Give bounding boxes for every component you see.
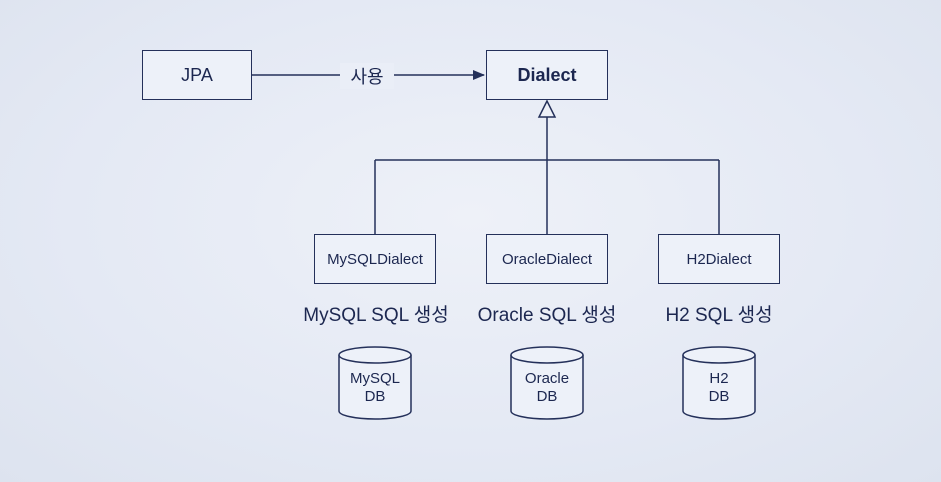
mysql-db-cylinder-icon (338, 346, 412, 420)
h2-dialect-label: H2Dialect (686, 250, 752, 268)
jpa-label: JPA (181, 64, 213, 85)
mysql-sql-label: MySQL SQL 생성 (303, 305, 449, 326)
h2-db-name: H2 (709, 370, 729, 387)
h2-sql-label: H2 SQL 생성 (665, 305, 773, 326)
mysql-dialect-box: MySQLDialect (314, 234, 436, 284)
mysql-db-suffix: DB (364, 388, 386, 405)
h2-db-suffix: DB (708, 388, 730, 405)
oracle-sql-label: Oracle SQL 생성 (477, 305, 617, 326)
mysql-db-name: MySQL (349, 370, 400, 387)
oracle-dialect-label: OracleDialect (501, 250, 593, 268)
dialect-label: Dialect (517, 64, 577, 85)
inheritance-triangle (537, 99, 557, 118)
dialect-box: Dialect (486, 50, 608, 100)
mysql-db-label: MySQL DB (338, 370, 412, 406)
oracle-db-name: Oracle (524, 370, 570, 387)
h2-db-cylinder-icon (682, 346, 756, 420)
uses-label: 사용 (340, 63, 394, 89)
oracle-db-cylinder-icon (510, 346, 584, 420)
mysql-dialect-label: MySQLDialect (327, 250, 423, 268)
h2-db-label: H2 DB (682, 370, 756, 406)
oracle-db-label: Oracle DB (510, 370, 584, 406)
oracle-dialect-box: OracleDialect (486, 234, 608, 284)
oracle-db-suffix: DB (536, 388, 558, 405)
h2-dialect-box: H2Dialect (658, 234, 780, 284)
jpa-box: JPA (142, 50, 252, 100)
